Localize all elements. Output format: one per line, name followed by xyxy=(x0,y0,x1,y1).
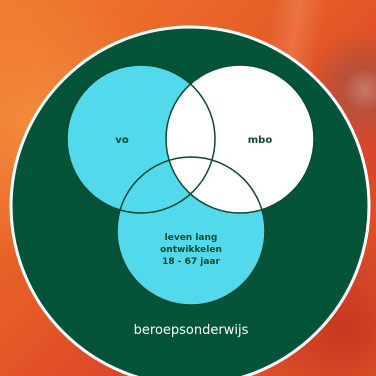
lifelong-label-line-3: 18 - 67 jaar xyxy=(162,257,220,267)
vo-label: vo xyxy=(115,135,129,146)
lifelong-label-line-1: leven lang xyxy=(165,233,218,243)
mbo-label: mbo xyxy=(248,135,273,146)
caption-beroepsonderwijs: beroepsonderwijs xyxy=(134,323,249,338)
lifelong-label-line-2: ontwikkelen xyxy=(160,245,222,255)
